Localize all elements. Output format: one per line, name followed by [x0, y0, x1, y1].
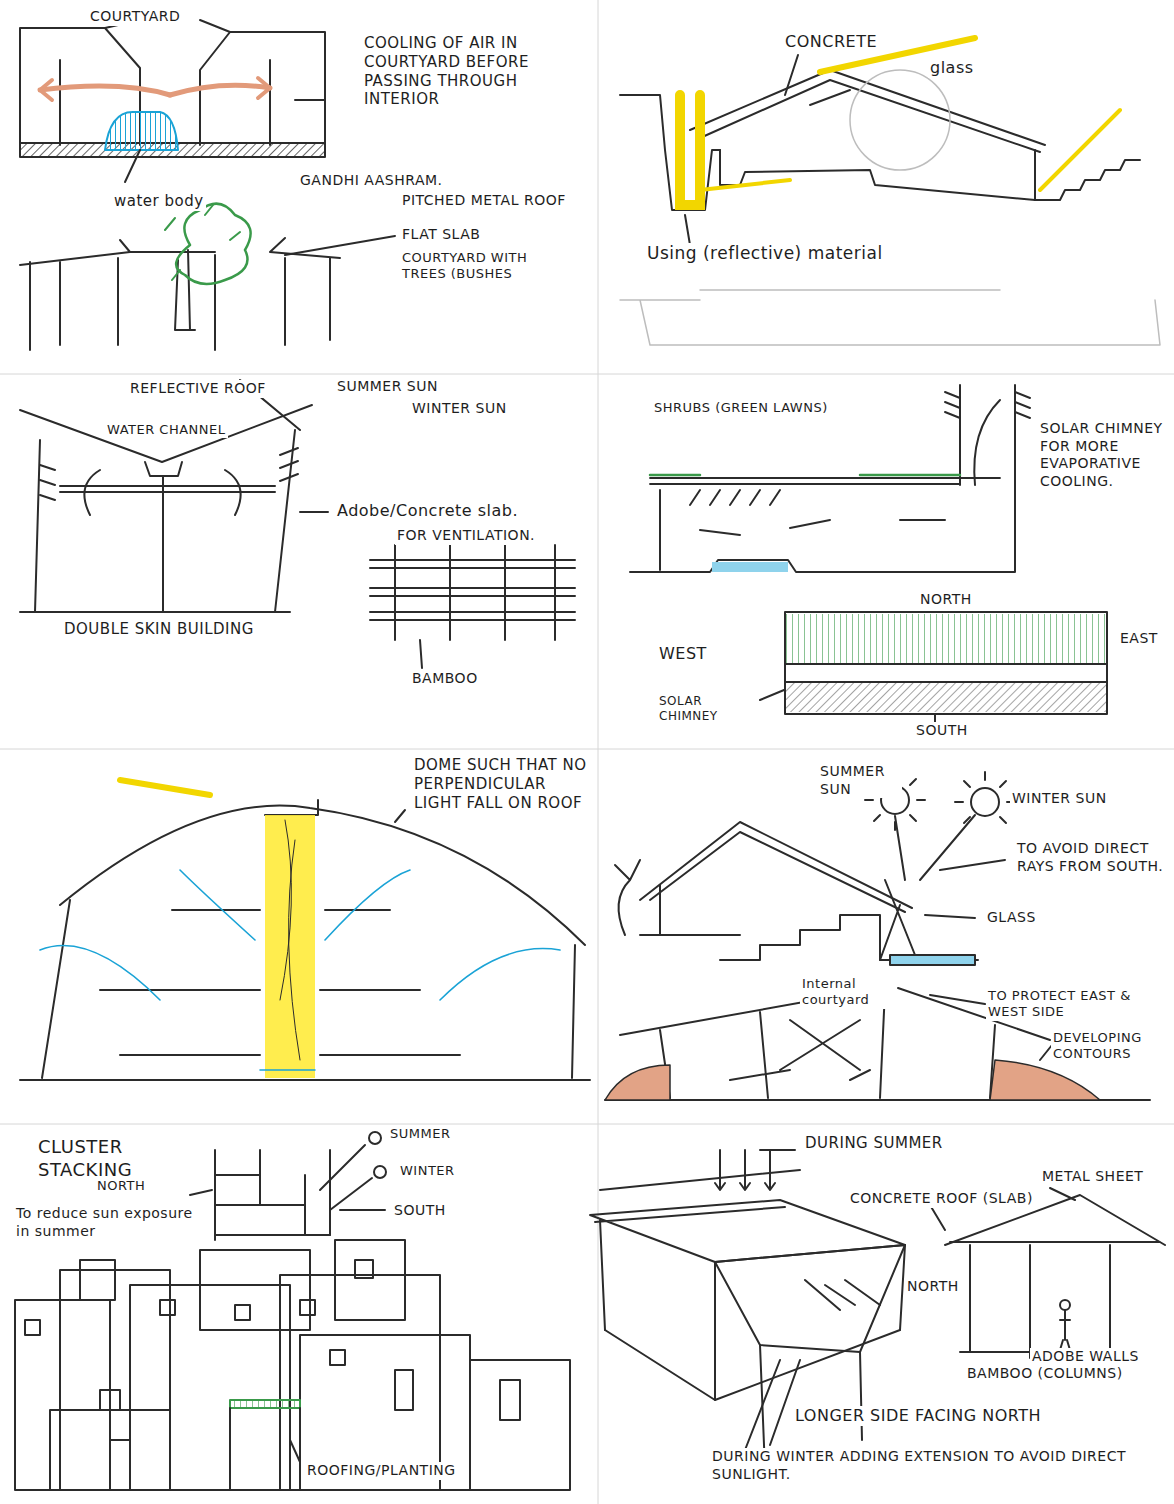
sketch-note: NORTH — [918, 591, 974, 609]
sketch-note: SOLAR CHIMNEY FOR MORE EVAPORATIVE COOLI… — [1038, 420, 1170, 490]
sketch-note: FOR VENTILATION. — [395, 527, 537, 545]
sketch-note: SHRUBS (GREEN LAWNS) — [652, 400, 830, 416]
sketch-note: water body — [112, 192, 206, 211]
sketch-note: SUMMER — [388, 1126, 452, 1142]
sketch-note: WATER CHANNEL — [105, 422, 228, 438]
sketch-note: GLASS — [985, 909, 1038, 927]
sketch-note: FLAT SLAB — [400, 226, 482, 244]
sketch-note: ROOFING/PLANTING — [305, 1462, 458, 1480]
sketch-note: SUMMER SUN — [818, 763, 902, 798]
sketch-note: DURING WINTER ADDING EXTENSION TO AVOID … — [710, 1448, 1154, 1483]
sketch-note: METAL SHEET — [1040, 1168, 1145, 1186]
sketch-note: ADOBE WALLS — [1030, 1348, 1141, 1366]
sketch-note: SOUTH — [914, 722, 970, 740]
sketch-note: DURING SUMMER — [803, 1134, 945, 1153]
sketch-note: NORTH — [95, 1178, 147, 1194]
sketch-note: BAMBOO (COLUMNS) — [965, 1365, 1125, 1383]
sketch-note: COURTYARD WITH TREES (BUSHES — [400, 250, 534, 283]
sketch-note: NORTH — [905, 1278, 961, 1296]
sketch-note: EAST — [1118, 630, 1160, 648]
sketch-note: SUMMER SUN — [335, 378, 440, 396]
sketch-note: Using (reflective) material — [645, 243, 969, 264]
sketch-note: TO PROTECT EAST & WEST SIDE — [986, 988, 1170, 1021]
sketch-note: SOUTH — [392, 1202, 448, 1220]
sketch-note: COOLING OF AIR IN COURTYARD BEFORE PASSI… — [362, 34, 596, 109]
sketch-note: CLUSTER STACKING — [36, 1136, 200, 1181]
sketch-note: SOLAR CHIMNEY — [657, 694, 751, 724]
sketch-note: WINTER — [398, 1163, 457, 1179]
sketch-note: LONGER SIDE FACING NORTH — [793, 1406, 1043, 1426]
sketch-note: WINTER SUN — [1010, 790, 1109, 808]
sketch-note: Internal courtyard — [800, 976, 894, 1009]
sketch-note: REFLECTIVE ROOF — [128, 380, 268, 398]
sketch-note: To reduce sun exposure in summer — [14, 1205, 208, 1240]
sketch-note: DOME SUCH THAT NO PERPENDICULAR LIGHT FA… — [412, 756, 596, 812]
sketch-note: WEST — [657, 644, 709, 664]
sketch-note: COURTYARD — [88, 8, 182, 26]
sketch-note: GANDHI AASHRAM. — [298, 172, 445, 190]
sketch-note: glass — [928, 58, 976, 78]
sketch-note: CONCRETE ROOF (SLAB) — [848, 1190, 1035, 1208]
sketch-note: CONCRETE — [783, 32, 879, 52]
sketch-note: WINTER SUN — [410, 400, 509, 418]
sketch-note: DOUBLE SKIN BUILDING — [62, 620, 256, 639]
sketch-note: Adobe/Concrete slab. — [335, 501, 520, 521]
sketch-note: PITCHED METAL ROOF — [400, 192, 574, 210]
sketch-note: TO AVOID DIRECT RAYS FROM SOUTH. — [1015, 840, 1169, 875]
sketch-note: DEVELOPING CONTOURS — [1051, 1030, 1170, 1063]
sketch-note: BAMBOO — [410, 670, 480, 688]
